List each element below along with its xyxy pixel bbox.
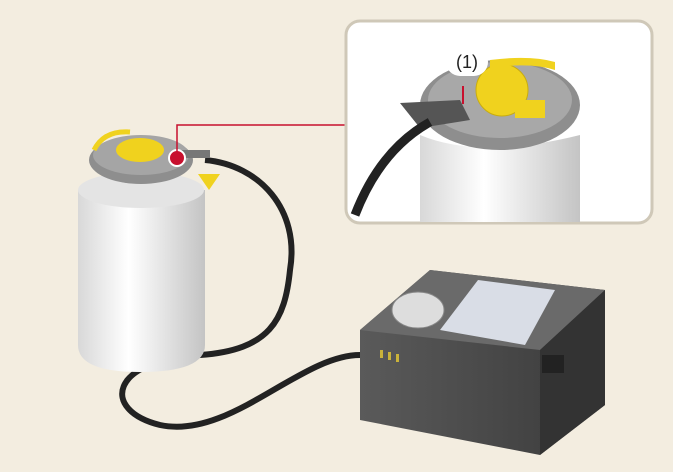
callout-line bbox=[176, 124, 348, 158]
detail-inset bbox=[344, 19, 654, 225]
sealant-bottle bbox=[78, 129, 220, 372]
callout-label-1: (1) bbox=[446, 48, 488, 76]
air-compressor bbox=[360, 270, 605, 455]
